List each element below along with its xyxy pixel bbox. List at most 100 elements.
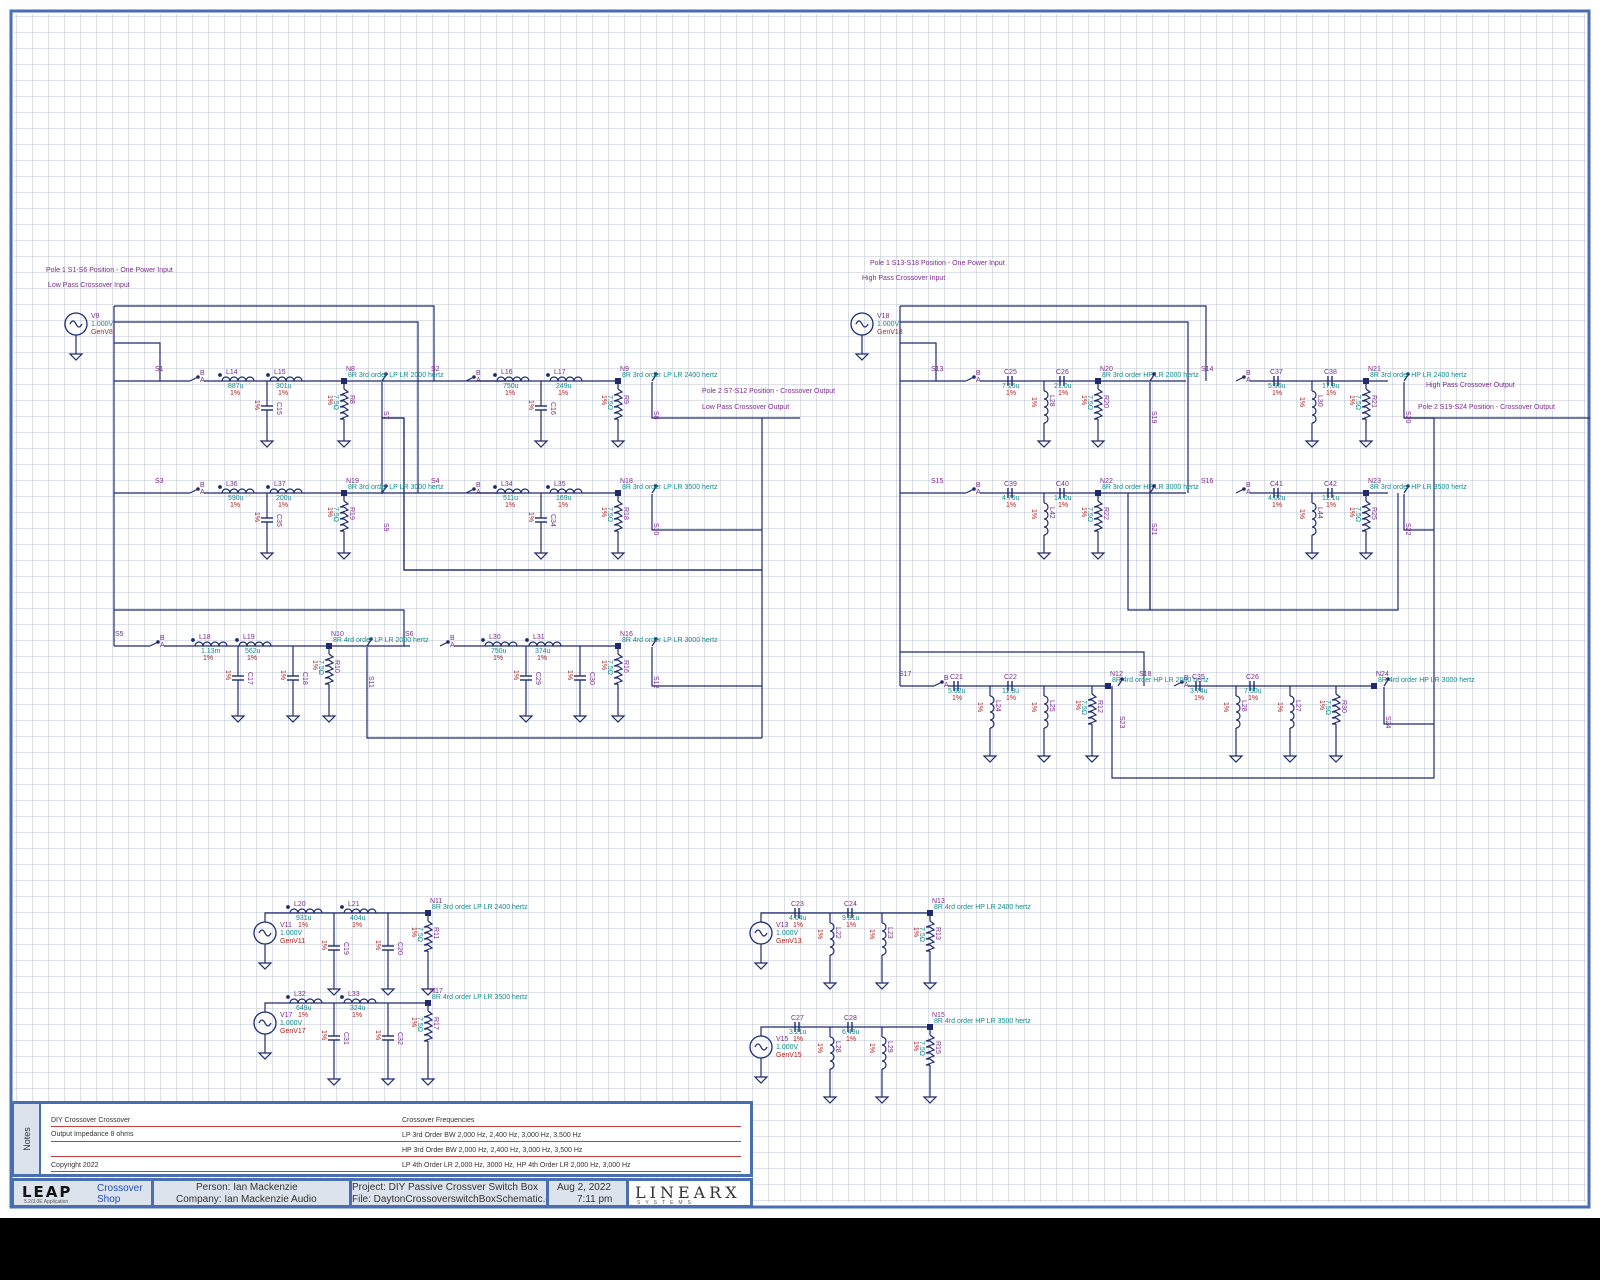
node-title: 8R 4rd order HP LR 3000 hertz bbox=[1378, 677, 1475, 684]
leap-logo-subtitle: 5.2/3.0E Application bbox=[24, 1199, 69, 1205]
inductor-icon bbox=[1043, 390, 1049, 424]
source-voltage: 1.000V bbox=[776, 930, 799, 937]
source-gen: GenV17 bbox=[280, 1028, 306, 1035]
ground-triangle bbox=[1036, 552, 1052, 560]
inductor-icon bbox=[1043, 502, 1049, 536]
person-cell: Person: Ian Mackenzie Company: Ian Macke… bbox=[154, 1181, 352, 1205]
ground-icon bbox=[380, 983, 396, 996]
ground-triangle bbox=[380, 988, 396, 996]
tolerance: 1% bbox=[505, 502, 515, 509]
ground-icon bbox=[753, 957, 769, 970]
node-title: 8R 4rd order LP LR 2000 hertz bbox=[333, 637, 429, 644]
resistor-icon bbox=[613, 653, 624, 685]
resistor-ref: R8 bbox=[348, 395, 355, 404]
inductor-icon bbox=[340, 905, 377, 914]
linearx-logo-cell: LINEARX SYSTEMS bbox=[629, 1181, 750, 1206]
tolerance: 1% bbox=[1276, 702, 1283, 712]
ground-triangle bbox=[336, 440, 352, 448]
switch-b: B bbox=[476, 370, 481, 377]
resistor-value: 7.5Ω bbox=[606, 395, 613, 410]
switch-icon bbox=[1235, 375, 1246, 382]
inductor-value: 324u bbox=[350, 1005, 366, 1012]
notes-tab[interactable]: Notes bbox=[14, 1104, 41, 1174]
inductor-icon bbox=[829, 922, 835, 956]
inductor-coil bbox=[496, 376, 530, 382]
inductor-icon bbox=[546, 373, 583, 382]
capacitor-icon bbox=[328, 1035, 340, 1041]
ground-icon bbox=[326, 1073, 342, 1086]
ground-icon bbox=[753, 1071, 769, 1084]
company-field: Company: Ian Mackenzie Audio bbox=[176, 1194, 317, 1205]
tolerance: 1% bbox=[1272, 502, 1282, 509]
inductor-icon bbox=[881, 922, 887, 956]
switch-a: A bbox=[944, 682, 949, 689]
capacitor-icon bbox=[261, 517, 273, 523]
tolerance: 1% bbox=[1030, 397, 1037, 407]
notes-hp3: HP 3rd Order BW 2,000 Hz, 2,400 Hz, 3,00… bbox=[402, 1147, 583, 1154]
switch-icon bbox=[149, 640, 160, 647]
ground-icon bbox=[1036, 750, 1052, 763]
inductor-ref: L15 bbox=[274, 369, 286, 376]
switch-icon bbox=[1173, 680, 1184, 687]
node-ref: N22 bbox=[1100, 478, 1113, 485]
inductor-icon bbox=[546, 485, 583, 494]
capacitor-ref: C40 bbox=[1056, 481, 1069, 488]
capacitor-ref: C15 bbox=[275, 402, 282, 415]
switch-icon bbox=[189, 375, 200, 382]
switch-contact bbox=[1386, 677, 1390, 681]
ground-icon bbox=[259, 547, 275, 560]
inductor-value: 404u bbox=[350, 915, 366, 922]
ground-triangle bbox=[1328, 755, 1344, 763]
capacitor-icon bbox=[1273, 488, 1279, 498]
capacitor-icon bbox=[794, 908, 800, 918]
node-ref: N8 bbox=[346, 366, 355, 373]
inductor-icon bbox=[829, 1036, 835, 1070]
tolerance: 1% bbox=[326, 395, 333, 405]
switch-b: B bbox=[450, 635, 455, 642]
resistor-icon bbox=[423, 1010, 434, 1042]
switch-ref: S5 bbox=[115, 631, 124, 638]
switch-contact bbox=[654, 372, 658, 376]
source-ref: V11 bbox=[280, 922, 292, 929]
tolerance: 1% bbox=[410, 1017, 417, 1027]
ground-icon bbox=[1084, 750, 1100, 763]
inductor-coil bbox=[484, 641, 518, 647]
ground-icon bbox=[822, 977, 838, 990]
capacitor-ref: C19 bbox=[342, 942, 349, 955]
switch-b: B bbox=[160, 635, 165, 642]
sine-wave bbox=[258, 929, 272, 937]
inductor-ref: L18 bbox=[199, 634, 211, 641]
ground-triangle bbox=[922, 1096, 938, 1104]
ground-triangle bbox=[259, 440, 275, 448]
tolerance: 1% bbox=[326, 507, 333, 517]
inductor-icon bbox=[493, 373, 530, 382]
resistor-value: 7.5Ω bbox=[416, 1017, 423, 1032]
node-marker bbox=[1095, 490, 1101, 496]
ground-icon bbox=[336, 547, 352, 560]
tolerance: 1% bbox=[868, 929, 875, 939]
inductor-ref: L19 bbox=[243, 634, 255, 641]
switch-contact bbox=[1406, 484, 1410, 488]
ground-icon bbox=[1090, 435, 1106, 448]
polarity-dot bbox=[286, 995, 290, 999]
resistor-value: 7.5Ω bbox=[1354, 395, 1361, 410]
schematic-canvas[interactable]: Pole 1 S1-S6 Position - One Power InputL… bbox=[0, 0, 1600, 1218]
switch-arm bbox=[366, 639, 372, 647]
node-marker bbox=[927, 910, 933, 916]
resistor-icon bbox=[324, 653, 335, 685]
tolerance: 1% bbox=[230, 502, 240, 509]
ac-source-icon bbox=[253, 921, 277, 945]
ground-icon bbox=[1358, 547, 1374, 560]
ground-icon bbox=[257, 1047, 273, 1060]
switch-a: A bbox=[476, 377, 481, 384]
node-marker bbox=[326, 643, 332, 649]
inductor-icon bbox=[340, 995, 377, 1004]
switch-icon bbox=[1149, 372, 1156, 382]
ground-triangle bbox=[1358, 552, 1374, 560]
inductor-icon bbox=[881, 1036, 887, 1070]
resistor-icon bbox=[1093, 388, 1104, 420]
linearx-logo: LINEARX bbox=[635, 1183, 741, 1202]
ground-icon bbox=[326, 983, 342, 996]
